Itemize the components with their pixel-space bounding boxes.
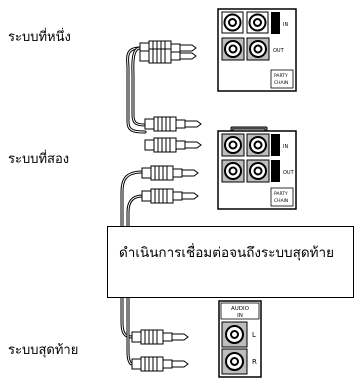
last-system-panel: AUDIO IN L R	[218, 300, 262, 378]
second-system-panel: IN OUT PARTY CHAIN	[217, 130, 297, 210]
first-system-panel: IN OUT PARTY CHAIN	[217, 8, 297, 92]
rca-plugs	[131, 40, 202, 372]
label-party: PARTY	[274, 73, 288, 79]
label-right: R	[252, 358, 257, 366]
rca-plug	[141, 165, 199, 181]
label-party: PARTY	[274, 191, 288, 197]
label-system-first: ระบบที่หนึ่ง	[8, 30, 71, 45]
jack	[246, 37, 270, 61]
rca-plug	[144, 116, 202, 132]
label-system-last: ระบบสุดท้าย	[8, 343, 79, 358]
label-in: IN	[283, 144, 288, 150]
jack	[246, 159, 270, 183]
jack	[221, 133, 245, 157]
label-out: OUT	[283, 170, 295, 176]
rca-plug	[141, 188, 199, 204]
label-chain: CHAIN	[274, 80, 288, 86]
jack	[221, 159, 245, 183]
instruction-note: ดำเนินการเชื่อมต่อจนถึงระบบสุดท้าย	[107, 226, 354, 298]
label-audio: AUDIO	[231, 306, 250, 312]
cable-1-inner	[127, 47, 146, 133]
label-chain: CHAIN	[274, 198, 288, 204]
label-out: OUT	[273, 48, 285, 54]
label-system-second: ระบบที่สอง	[8, 152, 70, 167]
label-left: L	[252, 331, 256, 339]
rca-plug	[144, 137, 202, 153]
rca-plug	[131, 329, 189, 345]
jack	[246, 133, 270, 157]
jack	[246, 11, 269, 34]
jack	[221, 348, 248, 375]
jack	[221, 11, 244, 34]
label-audio-in: IN	[237, 313, 243, 319]
label-in: IN	[283, 22, 288, 28]
cable-2-inner	[132, 47, 146, 126]
jack	[221, 37, 245, 61]
rca-plug	[139, 48, 197, 64]
rca-plug	[131, 356, 189, 372]
jack	[221, 321, 248, 348]
